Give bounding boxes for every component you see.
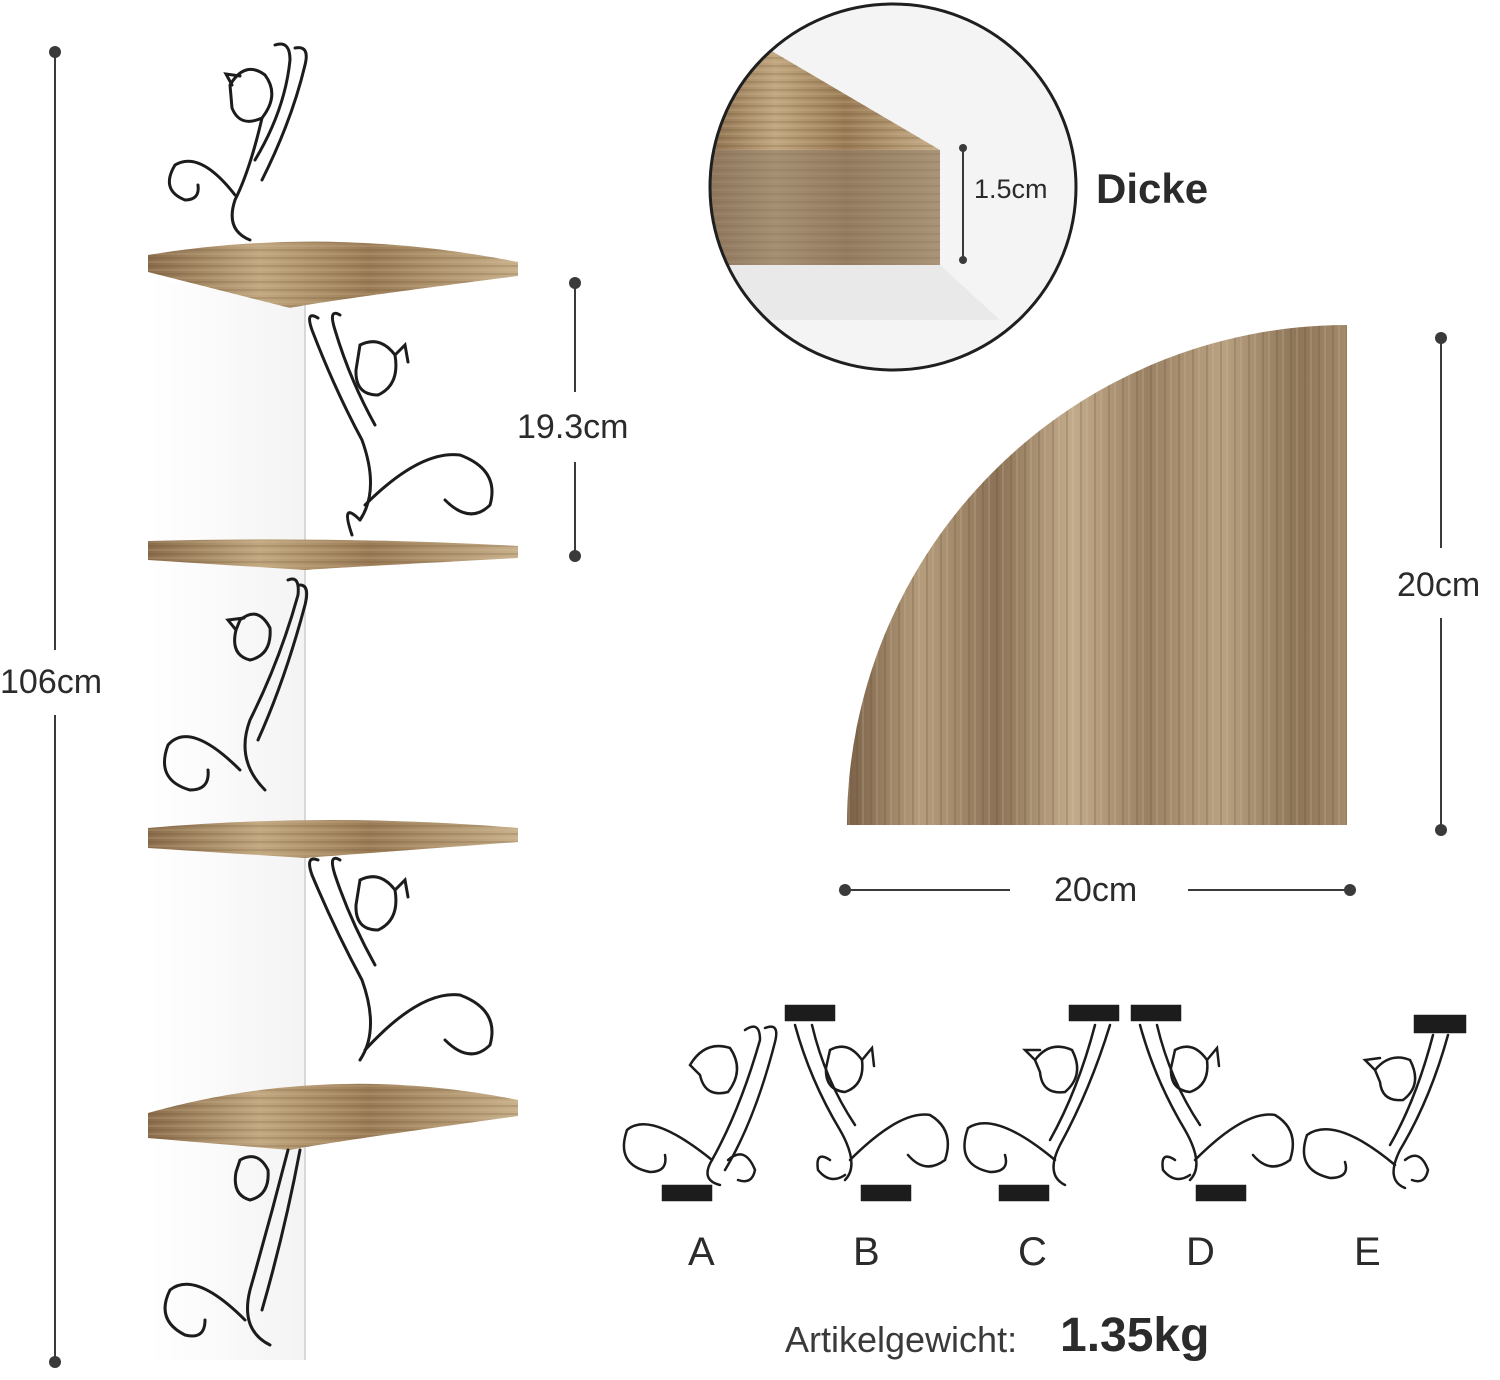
thickness-value-label: 1.5cm — [974, 174, 1048, 204]
shelf-width-dimension — [839, 884, 1356, 896]
shelf-depth-label: 20cm — [1397, 566, 1481, 604]
thickness-detail-magnifier — [708, 2, 1078, 372]
bracket-d — [1130, 1004, 1295, 1202]
shelf-board-3 — [148, 820, 518, 858]
bracket-a — [622, 1025, 778, 1202]
weight-caption: Artikelgewicht: — [785, 1319, 1018, 1360]
shelf-spacing-label: 19.3cm — [517, 408, 629, 446]
cat-bracket-tower-5 — [163, 1148, 302, 1347]
total-height-label: 106cm — [0, 663, 103, 701]
shelf-width-label: 20cm — [1054, 871, 1138, 909]
bracket-label-d: D — [1186, 1230, 1215, 1274]
thickness-title: Dicke — [1096, 165, 1209, 212]
bracket-b — [784, 1004, 950, 1202]
bracket-types — [622, 1004, 1467, 1202]
cat-bracket-tower-1 — [167, 42, 308, 242]
weight-value: 1.35kg — [1060, 1309, 1210, 1362]
bracket-c — [963, 1004, 1120, 1202]
bracket-label-b: B — [853, 1230, 880, 1274]
cat-bracket-tower-2 — [308, 311, 494, 537]
cat-bracket-tower-3 — [163, 577, 309, 792]
shelf-board-1 — [148, 241, 518, 308]
bracket-label-a: A — [688, 1230, 715, 1274]
corner-shelf-tower — [148, 42, 518, 1347]
total-height-dimension — [49, 46, 61, 1368]
shelf-top-view — [847, 325, 1347, 825]
bracket-label-c: C — [1018, 1230, 1047, 1274]
cat-bracket-tower-4 — [308, 856, 494, 1062]
shelf-board-2 — [148, 539, 518, 570]
bracket-label-e: E — [1354, 1230, 1381, 1274]
shelf-spacing-dimension — [569, 277, 581, 562]
shelf-depth-dimension — [1435, 332, 1447, 836]
wall-corner-shadow — [150, 280, 306, 1360]
shelf-board-4 — [148, 1083, 518, 1150]
bracket-e — [1302, 1014, 1467, 1190]
